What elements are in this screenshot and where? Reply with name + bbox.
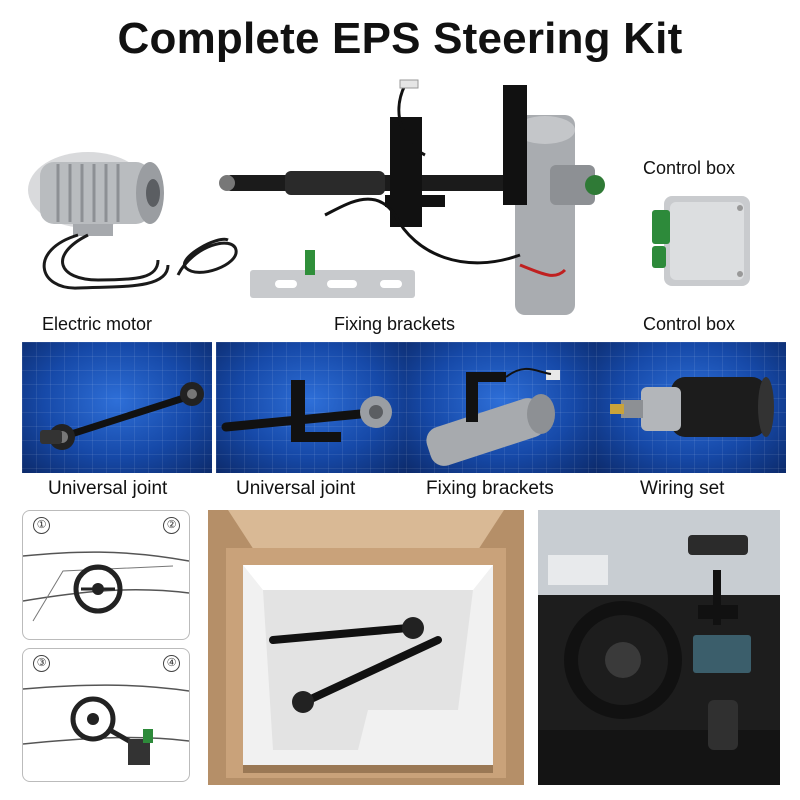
wiring-set-tile: [596, 342, 786, 473]
fixing-brackets-label: Fixing brackets: [334, 314, 456, 334]
universal-joint-label-1: Universal joint: [48, 478, 168, 499]
installation-diagram-1: ① ②: [22, 510, 190, 640]
fixing-brackets-tile-label: Fixing brackets: [426, 478, 554, 499]
car-interior-image: [538, 510, 780, 785]
dashboard-sketch-icon: [23, 551, 189, 622]
step-2-marker: ②: [163, 517, 180, 534]
control-box-image: [652, 196, 750, 286]
installation-diagram-2: ③ ④: [22, 648, 190, 782]
control-box-label: Control box: [643, 314, 736, 334]
control-box-header-label: Control box: [643, 158, 736, 178]
fixing-bracket-icon: [426, 367, 560, 466]
electric-motor-image: [28, 152, 238, 290]
universal-joint-label-2: Universal joint: [236, 478, 356, 499]
step-1-marker: ①: [33, 517, 50, 534]
step-4-marker: ④: [163, 655, 180, 672]
universal-joint-bracket-icon: [221, 380, 392, 442]
motor-icon: [610, 377, 774, 437]
step-3-marker: ③: [33, 655, 50, 672]
fixing-brackets-tile: [406, 342, 596, 473]
universal-joint-tile-2: [216, 342, 406, 473]
universal-joint-icon: [40, 382, 204, 450]
steering-column-image: [219, 79, 605, 315]
packaging-box-image: [208, 510, 524, 785]
electric-motor-label: Electric motor: [42, 314, 153, 334]
wiring-set-label: Wiring set: [640, 478, 725, 499]
installed-column-sketch-icon: [23, 684, 189, 765]
page-title: Complete EPS Steering Kit: [117, 14, 683, 63]
universal-joint-tile-1: [22, 342, 212, 473]
